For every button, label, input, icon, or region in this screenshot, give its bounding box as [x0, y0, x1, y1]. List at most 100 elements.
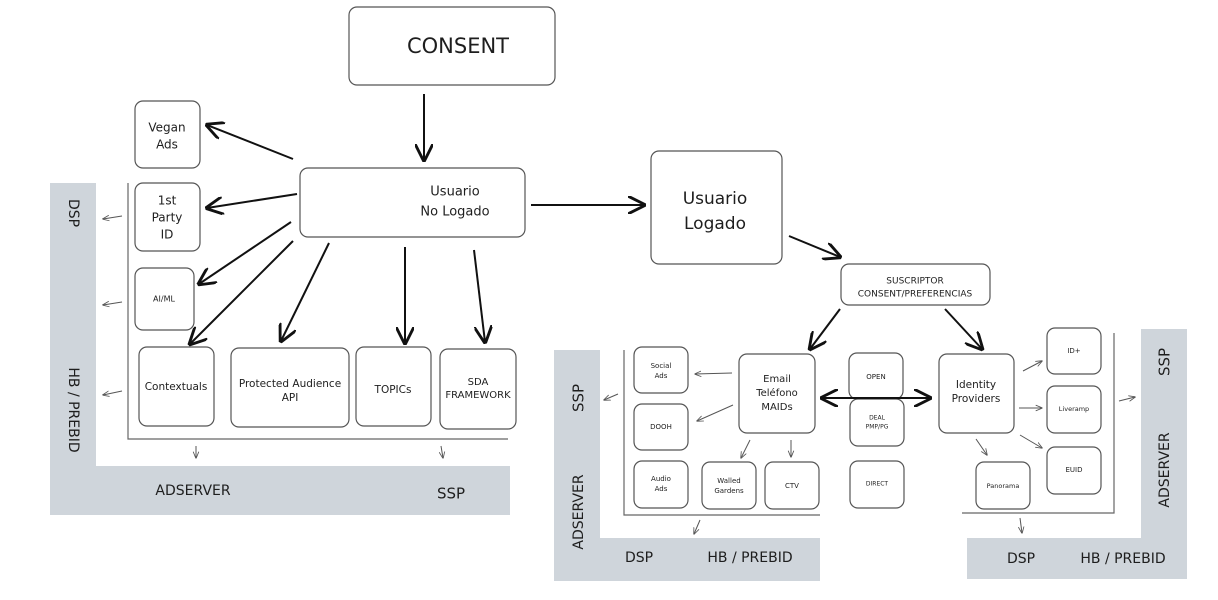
- arrow-logado-to-suscriptor: [788, 235, 840, 257]
- arrow-to-left-dsp-2: [103, 302, 123, 305]
- arrow-to-left-ssp: [441, 445, 443, 458]
- deal-label-1: DEAL: [869, 415, 886, 422]
- deal-label-2: PMP/PG: [866, 424, 889, 431]
- identity-providers-label-2: Providers: [952, 393, 1001, 405]
- arrow-to-ai-ml: [199, 221, 292, 284]
- middle-group-frame: [623, 350, 820, 516]
- middle-band-ssp-label: SSP: [570, 384, 588, 412]
- right-band-dsp-label: DSP: [1007, 551, 1035, 567]
- direct-label: DIRECT: [866, 481, 889, 488]
- usuario-logado-node[interactable]: Usuario Logado: [650, 150, 783, 265]
- open-node[interactable]: OPEN: [848, 352, 904, 400]
- arrow-to-middle-ssp: [604, 393, 619, 400]
- identity-providers-label-1: Identity: [956, 379, 996, 391]
- suscriptor-label-1: SUSCRIPTOR: [886, 277, 943, 287]
- arrow-identity-to-panorama: [975, 438, 987, 455]
- first-party-id-label-1: 1st: [158, 194, 177, 208]
- middle-band-dsp-label: DSP: [625, 550, 653, 566]
- left-band-hb-prebid-label: HB / PREBID: [65, 367, 81, 452]
- usuario-no-logado-label-1: Usuario: [430, 185, 479, 200]
- usuario-no-logado-label-2: No Logado: [420, 205, 489, 220]
- dooh-label: DOOH: [650, 423, 672, 431]
- arrow-identity-to-euid: [1019, 434, 1042, 448]
- vegan-ads-label-2: Ads: [156, 138, 178, 152]
- email-telefono-maids-node[interactable]: Email Teléfono MAIDs: [738, 353, 816, 434]
- id-plus-node[interactable]: ID+: [1046, 327, 1102, 375]
- audio-ads-node[interactable]: Audio Ads: [633, 460, 689, 509]
- audio-ads-label-2: Ads: [655, 485, 668, 493]
- social-ads-node[interactable]: Social Ads: [633, 346, 689, 394]
- left-band-ssp-label: SSP: [437, 485, 465, 503]
- protected-audience-api-node[interactable]: Protected Audience API: [230, 347, 350, 428]
- ai-ml-node[interactable]: AI/ML: [134, 267, 195, 331]
- left-band-adserver-label: ADSERVER: [155, 483, 230, 499]
- right-band-adserver-label: ADSERVER: [1157, 432, 1173, 507]
- left-group-frame: [127, 183, 508, 440]
- contextuals-label: Contextuals: [145, 381, 208, 393]
- consent-node[interactable]: CONSENT: [348, 6, 556, 86]
- protected-audience-api-label-1: Protected Audience: [239, 378, 341, 390]
- middle-band-adserver-label: ADSERVER: [571, 474, 587, 549]
- walled-gardens-node[interactable]: Walled Gardens: [701, 461, 757, 510]
- arrow-to-contextuals: [190, 240, 294, 344]
- contextuals-node[interactable]: Contextuals: [138, 346, 215, 427]
- right-band-ssp-label: SSP: [1156, 348, 1174, 376]
- panorama-label: Panorama: [987, 482, 1020, 490]
- identity-providers-node[interactable]: Identity Providers: [938, 353, 1015, 434]
- social-ads-label-1: Social: [651, 362, 672, 370]
- id-plus-label: ID+: [1067, 347, 1080, 355]
- sda-framework-label-1: SDA: [468, 377, 489, 388]
- first-party-id-label-3: ID: [161, 228, 174, 242]
- arrow-suscriptor-to-email: [810, 308, 841, 349]
- direct-node[interactable]: DIRECT: [849, 460, 905, 509]
- protected-audience-api-label-2: API: [282, 392, 299, 404]
- vegan-ads-label-1: Vegan: [148, 121, 185, 135]
- deal-pmp-pg-node[interactable]: DEAL PMP/PG: [849, 398, 905, 447]
- consent-label: CONSENT: [407, 34, 509, 58]
- arrow-email-to-social-ads: [695, 373, 733, 374]
- arrow-to-right-dsp: [1020, 517, 1022, 533]
- sda-framework-label-2: FRAMEWORK: [445, 390, 511, 401]
- liveramp-node[interactable]: Liveramp: [1046, 385, 1102, 434]
- suscriptor-node[interactable]: SUSCRIPTOR CONSENT/PREFERENCIAS: [840, 263, 991, 306]
- left-band-dsp-label: DSP: [65, 199, 81, 227]
- dooh-node[interactable]: DOOH: [633, 403, 689, 451]
- topics-label: TOPICs: [374, 384, 412, 396]
- first-party-id-label-2: Party: [152, 211, 183, 225]
- usuario-logado-label-2: Logado: [684, 214, 746, 234]
- walled-gardens-label-2: Gardens: [714, 487, 744, 495]
- arrow-to-first-party-id: [207, 193, 298, 208]
- ctv-label: CTV: [785, 482, 799, 490]
- usuario-logado-label-1: Usuario: [683, 189, 748, 209]
- email-label: Email: [763, 374, 791, 385]
- arrow-to-sda-framework: [473, 249, 485, 342]
- arrow-to-left-hb-prebid: [103, 390, 123, 395]
- audio-ads-label-1: Audio: [651, 475, 671, 483]
- first-party-id-node[interactable]: 1st Party ID: [134, 182, 201, 252]
- arrow-identity-to-id-plus: [1022, 361, 1042, 372]
- usuario-no-logado-node[interactable]: Usuario No Logado: [299, 167, 526, 238]
- euid-node[interactable]: EUID: [1046, 446, 1102, 495]
- panorama-node[interactable]: Panorama: [975, 461, 1031, 510]
- left-band: DSP HB / PREBID ADSERVER SSP: [50, 183, 510, 515]
- topics-node[interactable]: TOPICs: [355, 346, 432, 427]
- middle-band: SSP ADSERVER DSP HB / PREBID: [554, 350, 820, 581]
- vegan-ads-node[interactable]: Vegan Ads: [134, 100, 201, 169]
- arrow-email-to-dooh: [697, 404, 734, 421]
- arrow-to-left-dsp-1: [103, 216, 123, 219]
- ai-ml-label: AI/ML: [153, 295, 175, 304]
- suscriptor-label-2: CONSENT/PREFERENCIAS: [858, 290, 973, 300]
- sda-framework-node[interactable]: SDA FRAMEWORK: [439, 348, 517, 430]
- ctv-node[interactable]: CTV: [764, 461, 820, 510]
- walled-gardens-label-1: Walled: [717, 477, 740, 485]
- liveramp-label: Liveramp: [1059, 405, 1089, 413]
- arrow-suscriptor-to-identity: [944, 308, 982, 349]
- arrow-to-vegan-ads: [207, 125, 294, 160]
- right-band-hb-prebid-label: HB / PREBID: [1080, 551, 1165, 567]
- right-band: SSP ADSERVER DSP HB / PREBID: [967, 329, 1187, 579]
- arrow-to-protected-audience: [281, 242, 330, 341]
- telefono-label: Teléfono: [755, 387, 798, 399]
- middle-band-hb-prebid-label: HB / PREBID: [707, 550, 792, 566]
- open-label: OPEN: [866, 373, 885, 381]
- social-ads-label-2: Ads: [655, 372, 668, 380]
